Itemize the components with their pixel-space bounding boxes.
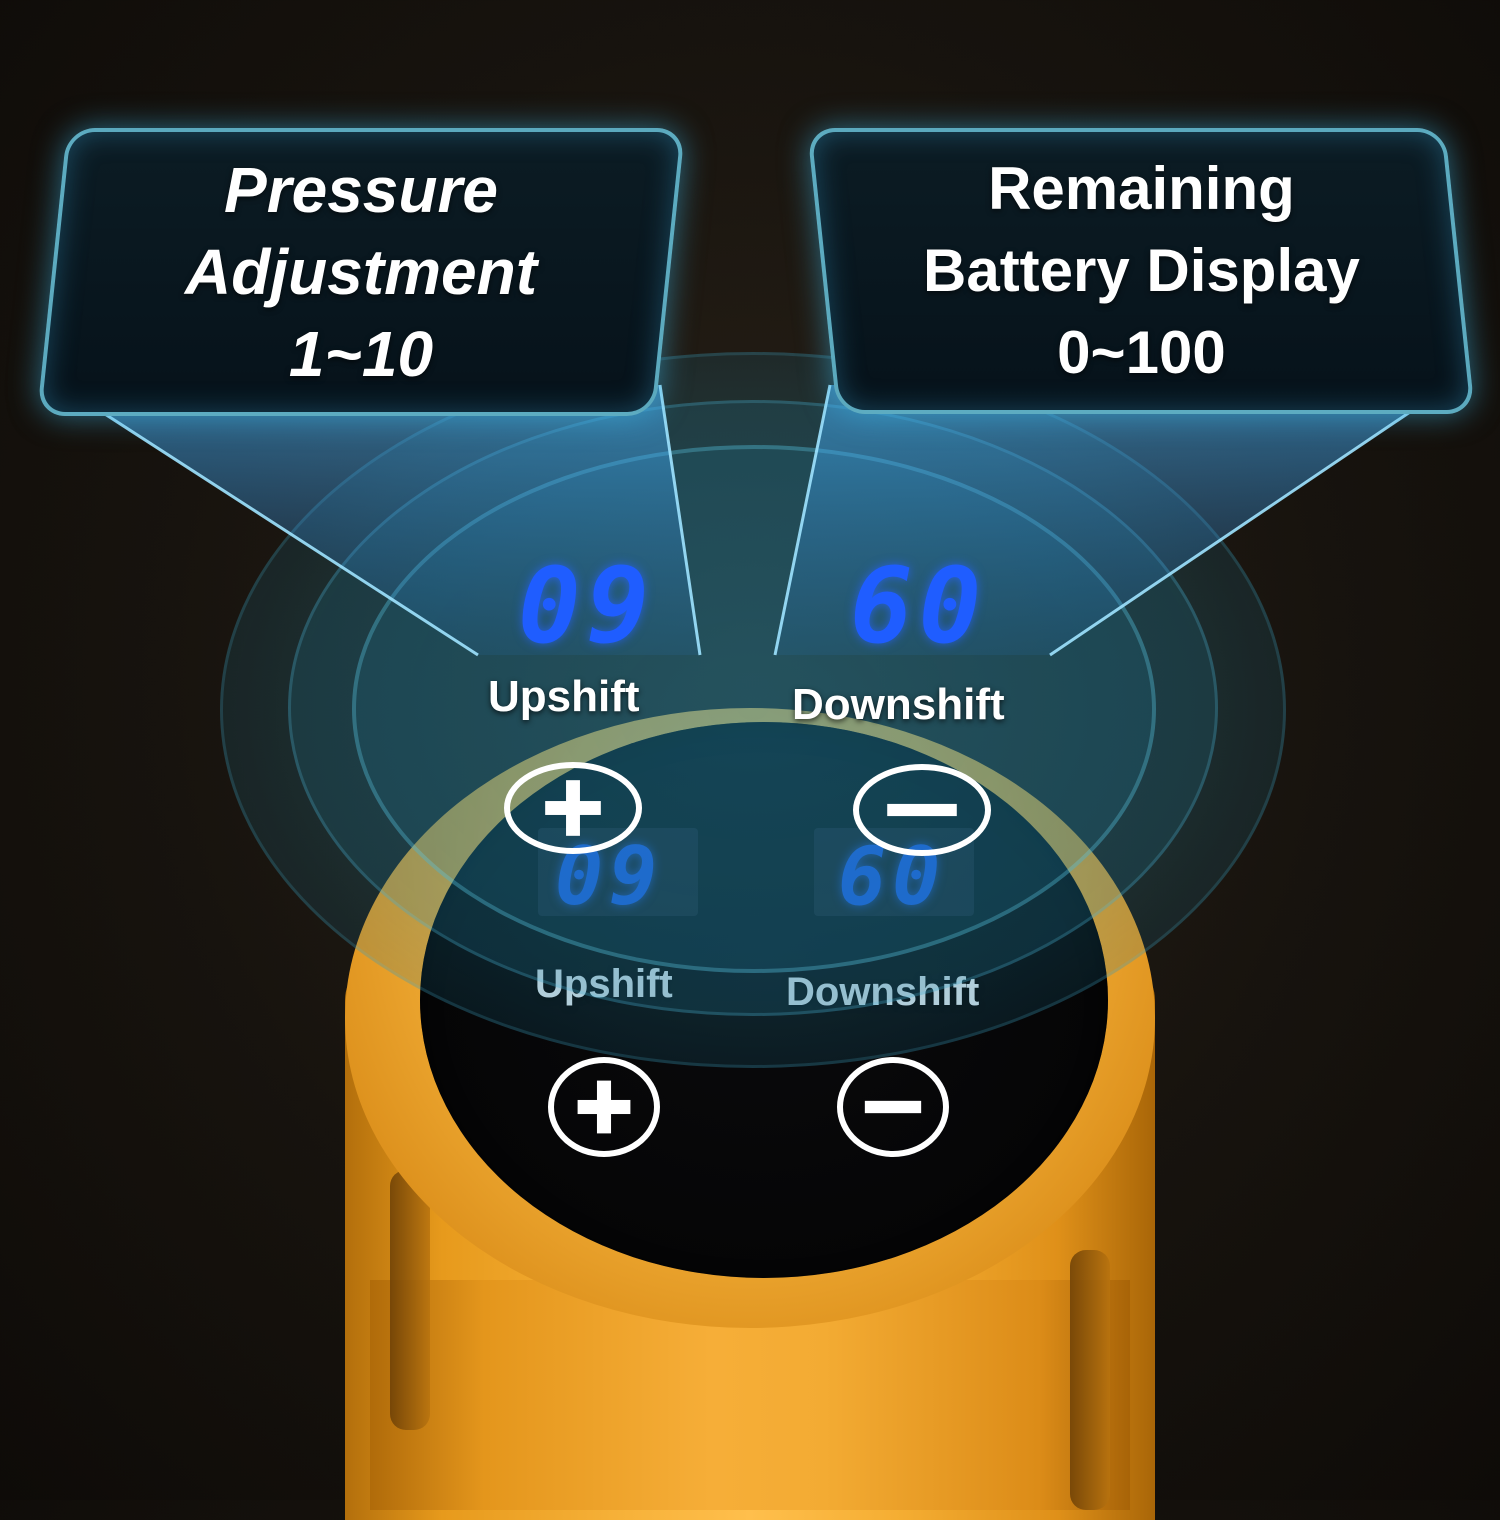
projected-upshift-label: Upshift [488,672,640,721]
projected-downshift-button[interactable] [853,764,991,856]
callout-line: Pressure [224,154,498,226]
side-vent-left [390,1170,430,1430]
callout-range: 1~10 [288,318,434,390]
upshift-button[interactable] [548,1057,660,1157]
downshift-button[interactable] [837,1057,949,1157]
callout-range: 0~100 [1056,319,1226,386]
minus-icon [887,803,957,817]
projected-battery-readout: 60 [850,545,988,667]
projected-downshift-label: Downshift [792,680,1005,729]
side-vent-right [1070,1250,1110,1510]
battery-display-callout: Remaining Battery Display 0~100 [806,128,1476,414]
pressure-adjustment-callout: Pressure Adjustment 1~10 [36,128,686,416]
plus-icon [545,780,601,836]
callout-line: Remaining [987,155,1295,222]
callout-line: Adjustment [185,236,537,308]
battery-callout-text: Remaining Battery Display 0~100 [923,148,1360,394]
minus-icon [864,1100,922,1114]
projected-pressure-readout: 09 [518,545,656,667]
pressure-callout-text: Pressure Adjustment 1~10 [185,149,537,395]
projected-upshift-button[interactable] [504,762,642,854]
plus-icon [577,1080,631,1134]
callout-line: Battery Display [922,237,1360,304]
